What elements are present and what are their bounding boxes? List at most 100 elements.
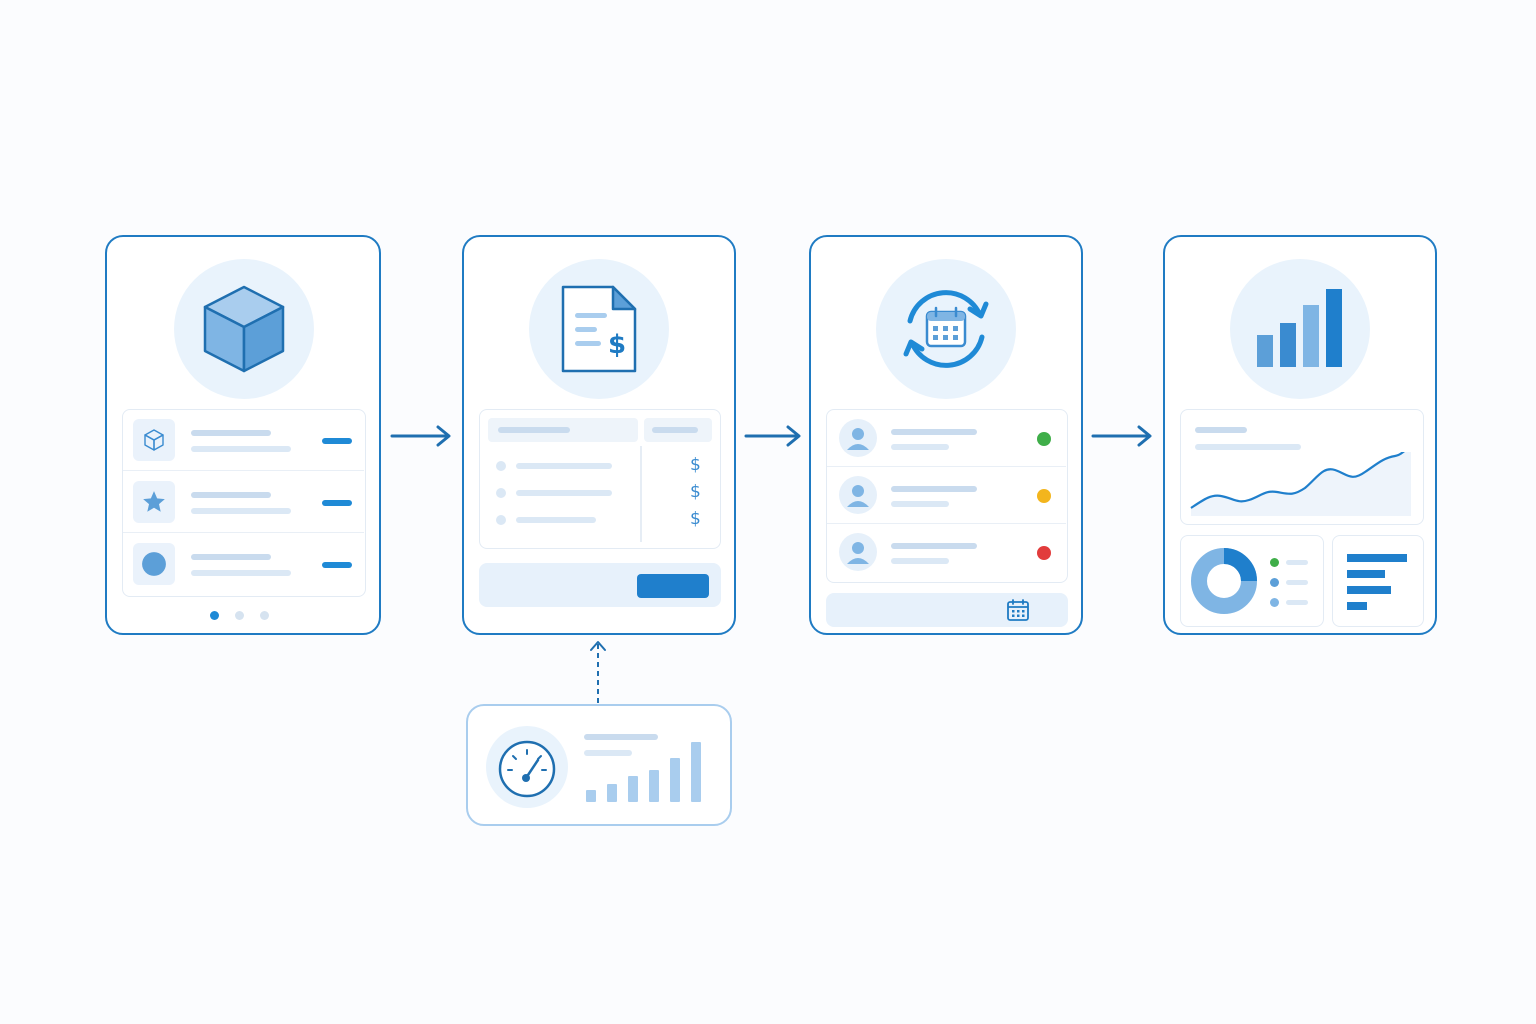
invoice-table-header: [488, 418, 638, 442]
header-amount-placeholder: [652, 427, 698, 433]
appointment-subtitle-placeholder: [891, 444, 949, 450]
flow-arrow: [744, 425, 801, 447]
avatar: [839, 476, 877, 514]
dashed-connector-arrow: [590, 641, 606, 704]
trend-card: [1180, 409, 1424, 525]
appointment-subtitle-placeholder: [891, 501, 949, 507]
carousel-dot[interactable]: [210, 611, 219, 620]
item-title-placeholder: [191, 492, 271, 498]
row-amount-symbol: $: [690, 482, 701, 502]
calendar-icon[interactable]: [1006, 598, 1030, 622]
item-thumbnail: [133, 481, 175, 523]
calendar-sync-icon: [903, 290, 989, 368]
hbar: [1347, 570, 1385, 578]
schedule-panel: [809, 235, 1083, 635]
row-bullet: [496, 461, 506, 471]
row-label-placeholder: [516, 490, 612, 496]
invoice-footer: [479, 563, 721, 607]
row-amount-symbol: $: [690, 455, 701, 475]
status-indicator: [1037, 489, 1051, 503]
cube-icon: [203, 285, 285, 373]
bar-chart-icon: [1257, 289, 1342, 367]
invoice-panel: $ $ $ $: [462, 235, 736, 635]
circle-icon: [142, 552, 166, 576]
trend-line-chart: [1190, 452, 1411, 516]
hbar: [1347, 602, 1367, 610]
hbar-card: [1332, 535, 1424, 627]
item-thumbnail: [133, 543, 175, 585]
cube-icon: [144, 429, 164, 451]
item-action-bar[interactable]: [322, 438, 352, 444]
perf-bar: [670, 758, 680, 802]
legend-label-placeholder: [1286, 580, 1308, 585]
appointment-subtitle-placeholder: [891, 558, 949, 564]
invoice-dollar-icon: $: [561, 285, 637, 373]
appointment-list: [826, 409, 1068, 583]
user-icon: [847, 428, 869, 450]
hbar: [1347, 554, 1407, 562]
schedule-footer: [826, 593, 1068, 627]
appointment-title-placeholder: [891, 543, 977, 549]
avatar: [839, 419, 877, 457]
status-indicator: [1037, 546, 1051, 560]
perf-bar: [607, 784, 617, 802]
status-indicator: [1037, 432, 1051, 446]
gauge-badge: [486, 726, 568, 808]
carousel-dot[interactable]: [260, 611, 269, 620]
catalog-hero: [174, 259, 314, 399]
row-bullet: [496, 515, 506, 525]
list-item[interactable]: [123, 472, 364, 533]
appointment-title-placeholder: [891, 429, 977, 435]
column-divider: [640, 446, 642, 542]
appointment-row[interactable]: [827, 467, 1066, 524]
perf-title-placeholder: [584, 734, 658, 740]
catalog-list: [122, 409, 366, 597]
legend-swatch: [1270, 578, 1279, 587]
list-item[interactable]: [123, 534, 364, 594]
header-label-placeholder: [498, 427, 570, 433]
item-subtitle-placeholder: [191, 446, 291, 452]
item-subtitle-placeholder: [191, 508, 291, 514]
invoice-table-header-amount: [644, 418, 712, 442]
perf-bar: [586, 790, 596, 802]
legend-label-placeholder: [1286, 600, 1308, 605]
pay-button[interactable]: [637, 574, 709, 598]
table-row[interactable]: $: [480, 479, 720, 505]
appointment-title-placeholder: [891, 486, 977, 492]
row-label-placeholder: [516, 463, 612, 469]
user-icon: [847, 485, 869, 507]
catalog-panel: [105, 235, 381, 635]
row-bullet: [496, 488, 506, 498]
perf-bar: [628, 776, 638, 802]
item-title-placeholder: [191, 554, 271, 560]
schedule-hero: [876, 259, 1016, 399]
hbar: [1347, 586, 1391, 594]
legend-label-placeholder: [1286, 560, 1308, 565]
list-item[interactable]: [123, 410, 364, 471]
legend-swatch: [1270, 598, 1279, 607]
trend-title-placeholder: [1195, 427, 1247, 433]
appointment-row[interactable]: [827, 410, 1066, 467]
table-row[interactable]: $: [480, 452, 720, 478]
row-label-placeholder: [516, 517, 596, 523]
invoice-table: $ $ $: [479, 409, 721, 549]
appointment-row[interactable]: [827, 524, 1066, 580]
performance-panel: [466, 704, 732, 826]
analytics-panel: [1163, 235, 1437, 635]
speedometer-icon: [498, 740, 556, 798]
item-action-bar[interactable]: [322, 562, 352, 568]
item-action-bar[interactable]: [322, 500, 352, 506]
table-row[interactable]: $: [480, 506, 720, 532]
perf-bar: [649, 770, 659, 802]
perf-subtitle-placeholder: [584, 750, 632, 756]
user-icon: [847, 542, 869, 564]
donut-card: [1180, 535, 1324, 627]
trend-subtitle-placeholder: [1195, 444, 1301, 450]
analytics-hero: [1230, 259, 1370, 399]
donut-chart: [1191, 548, 1257, 614]
flow-arrow: [390, 425, 451, 447]
row-amount-symbol: $: [690, 509, 701, 529]
star-icon: [143, 491, 165, 512]
flow-arrow: [1091, 425, 1152, 447]
carousel-dot[interactable]: [235, 611, 244, 620]
